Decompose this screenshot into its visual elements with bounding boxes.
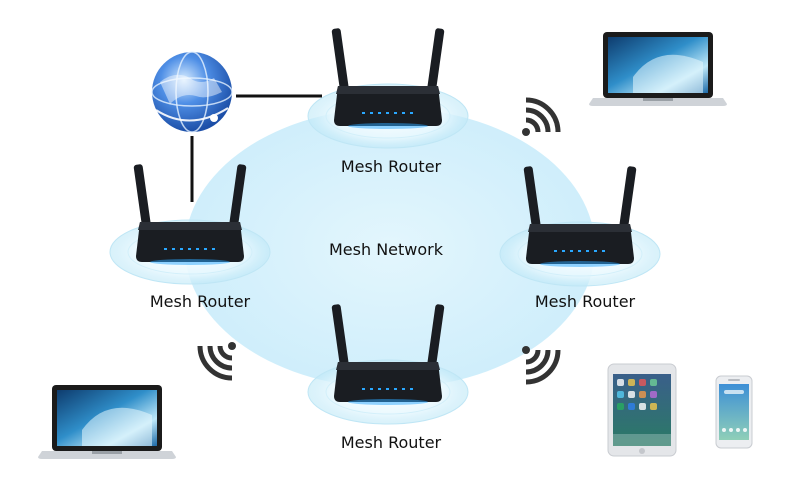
wifi-signal-icon [200,342,236,378]
wifi-signal-icon [522,346,558,382]
tablet-icon [607,363,677,457]
router-label-bottom: Mesh Router [341,433,442,452]
smartphone-icon [715,375,753,449]
router-label-left: Mesh Router [150,292,251,311]
mesh-network-label: Mesh Network [329,240,444,259]
laptop-icon [589,32,727,106]
mesh-network-area [185,108,595,388]
laptop-icon [38,385,176,459]
router-label-top: Mesh Router [341,157,442,176]
router-label-right: Mesh Router [535,292,636,311]
mesh-router-top [307,27,469,149]
globe-icon [151,51,233,133]
wifi-signal-icon [522,100,558,136]
